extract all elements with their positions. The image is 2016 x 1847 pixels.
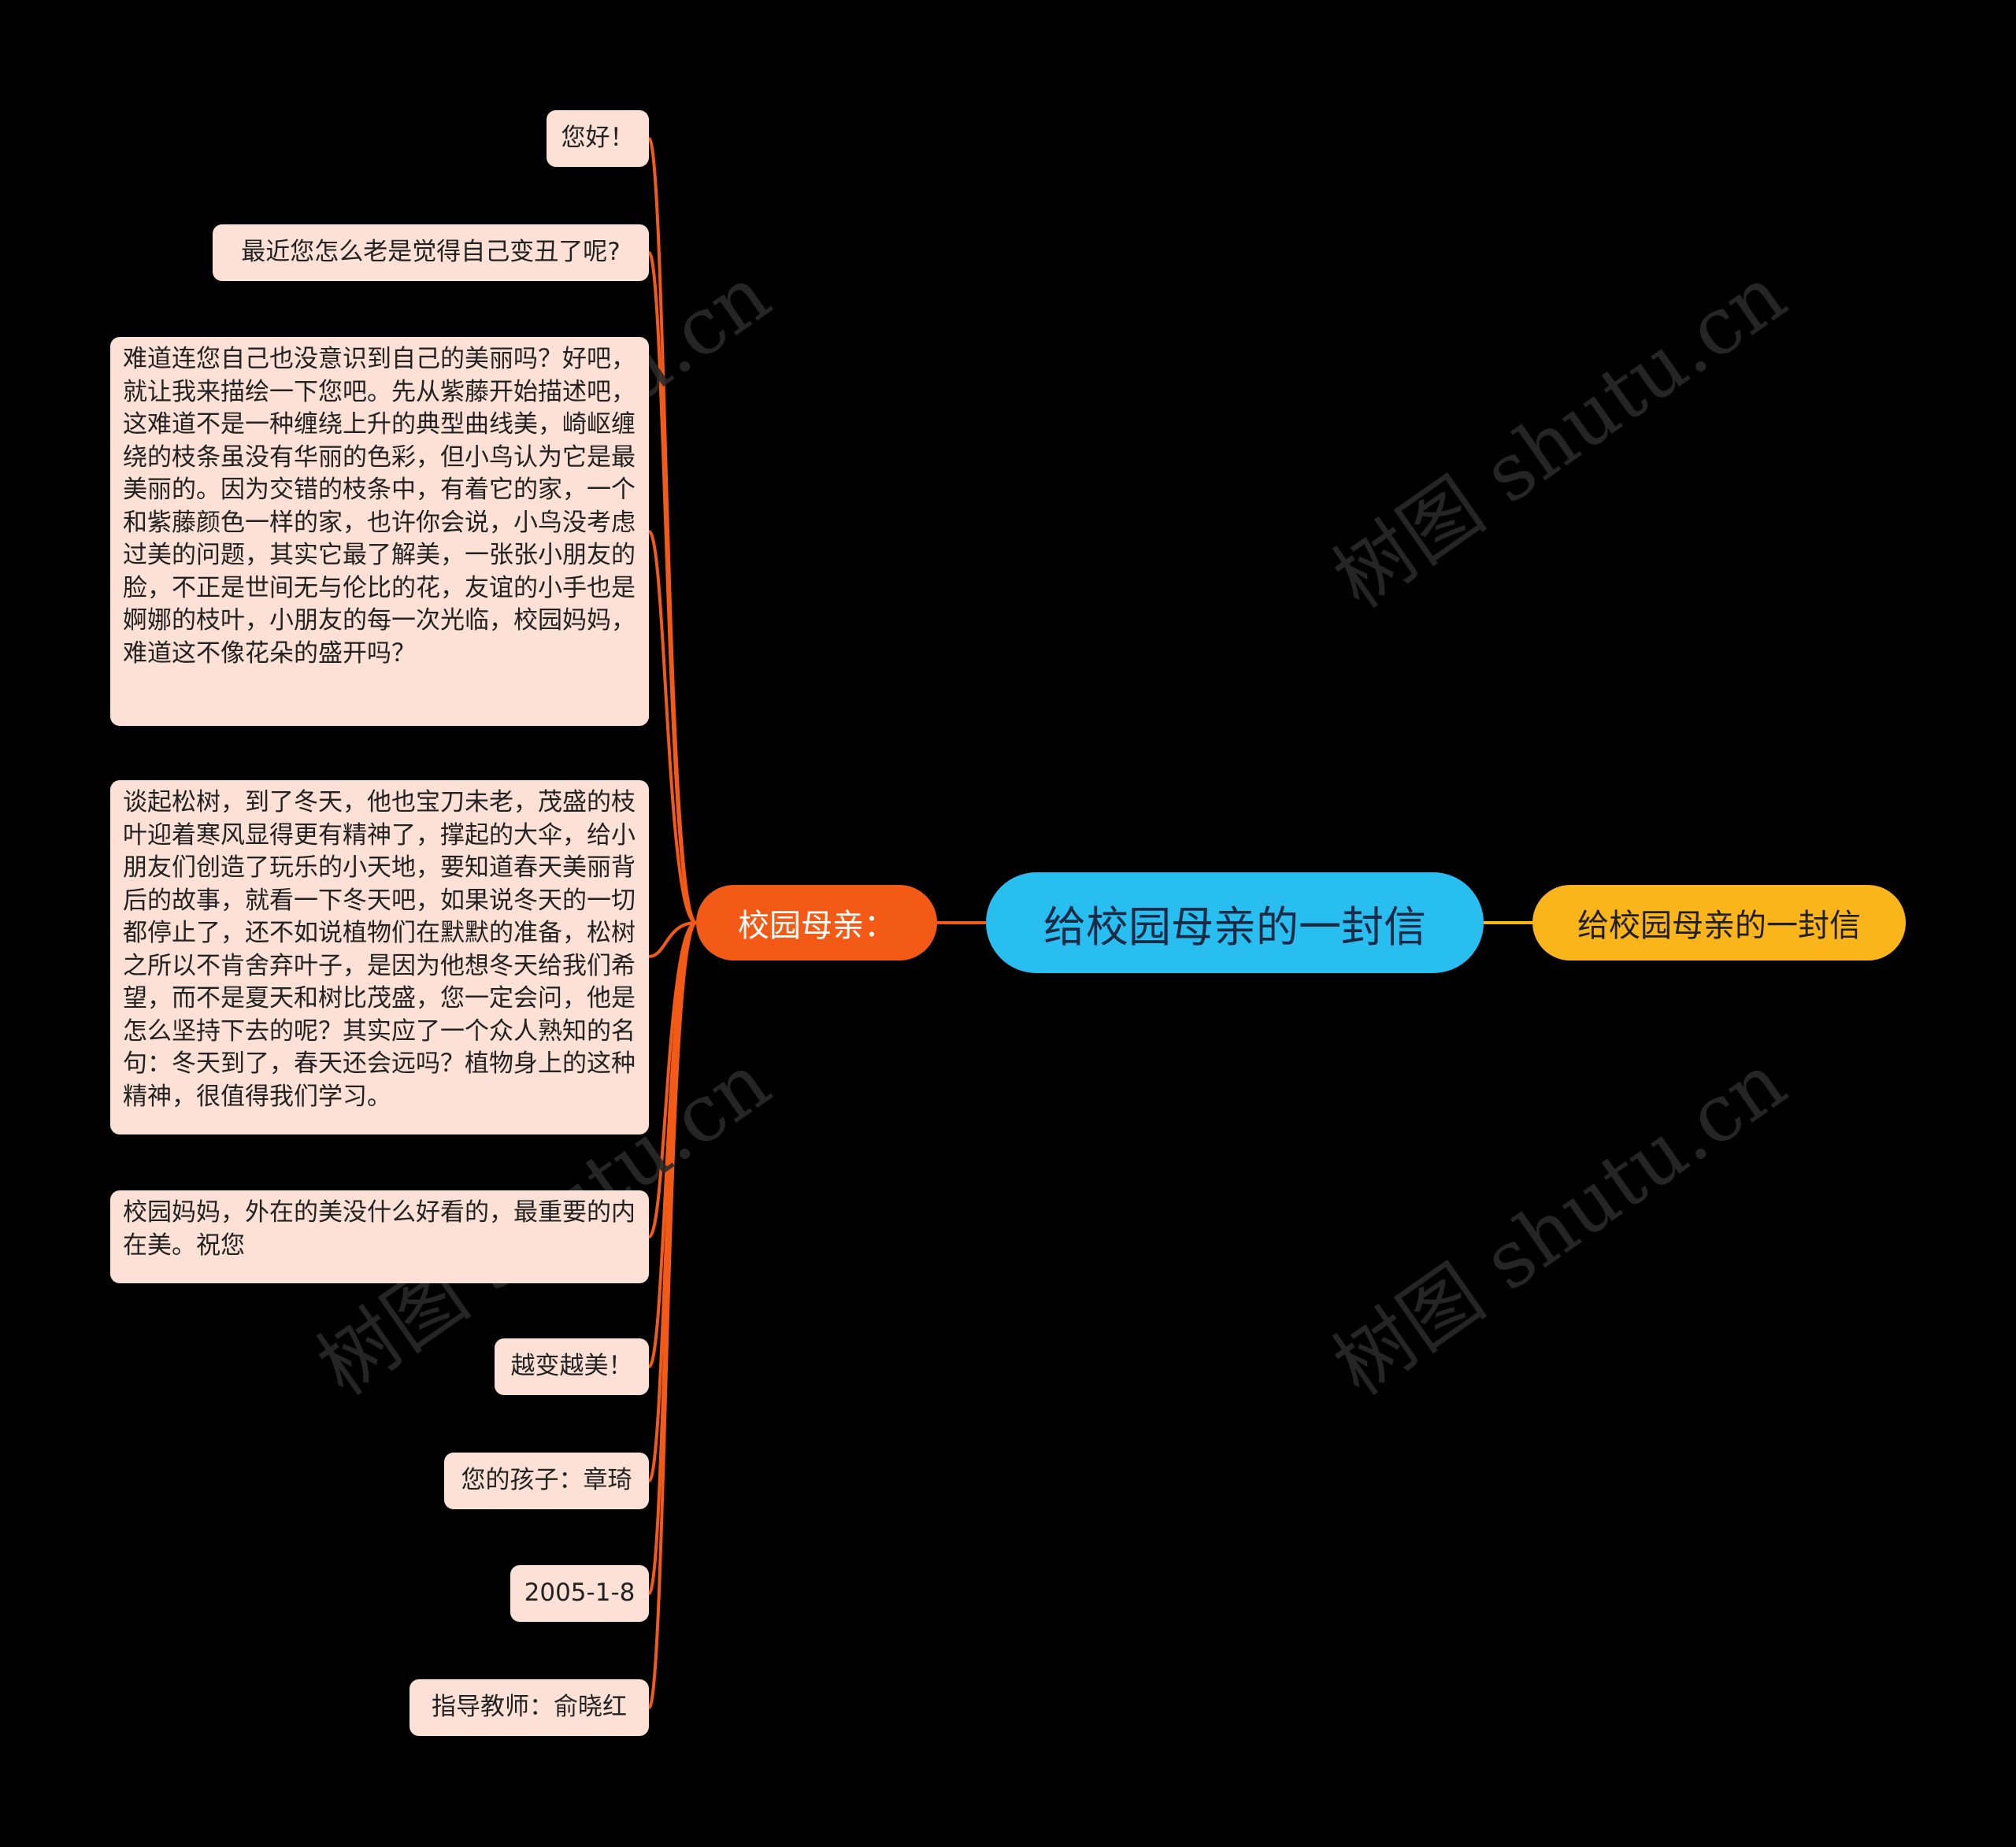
leaf-connectors [647,137,698,1709]
leaf-node-pine[interactable]: 谈起松树，到了冬天，他也宝刀未老，茂盛的枝叶迎着寒风显得更有精神了，撑起的大伞，… [110,780,649,1134]
leaf-node-signature[interactable]: 您的孩子：章琦 [444,1453,649,1509]
connector-leaf-2 [647,251,698,924]
leaf-node-date[interactable]: 2005-1-8 [510,1565,649,1622]
leaf-node-teacher[interactable]: 指导教师：俞晓红 [410,1679,649,1736]
leaf-node-question[interactable]: 最近您怎么老是觉得自己变丑了呢? [213,224,649,281]
leaf-node-greeting[interactable]: 您好！ [547,110,649,167]
left-branch-topic[interactable]: 校园母亲： [696,885,937,961]
connector-leaf-4 [648,921,697,958]
leaf-node-inner-beauty[interactable]: 校园妈妈，外在的美没什么好看的，最重要的内在美。祝您 [110,1190,649,1283]
leaf-node-wish[interactable]: 越变越美！ [495,1338,649,1395]
right-branch-topic[interactable]: 给校园母亲的一封信 [1532,885,1906,961]
root-topic[interactable]: 给校园母亲的一封信 [986,872,1484,973]
connector-leaf-3 [647,530,697,924]
connector-leaf-9 [647,921,698,1709]
leaf-node-wisteria[interactable]: 难道连您自己也没意识到自己的美丽吗？好吧，就让我来描绘一下您吧。先从紫藤开始描述… [110,337,649,726]
